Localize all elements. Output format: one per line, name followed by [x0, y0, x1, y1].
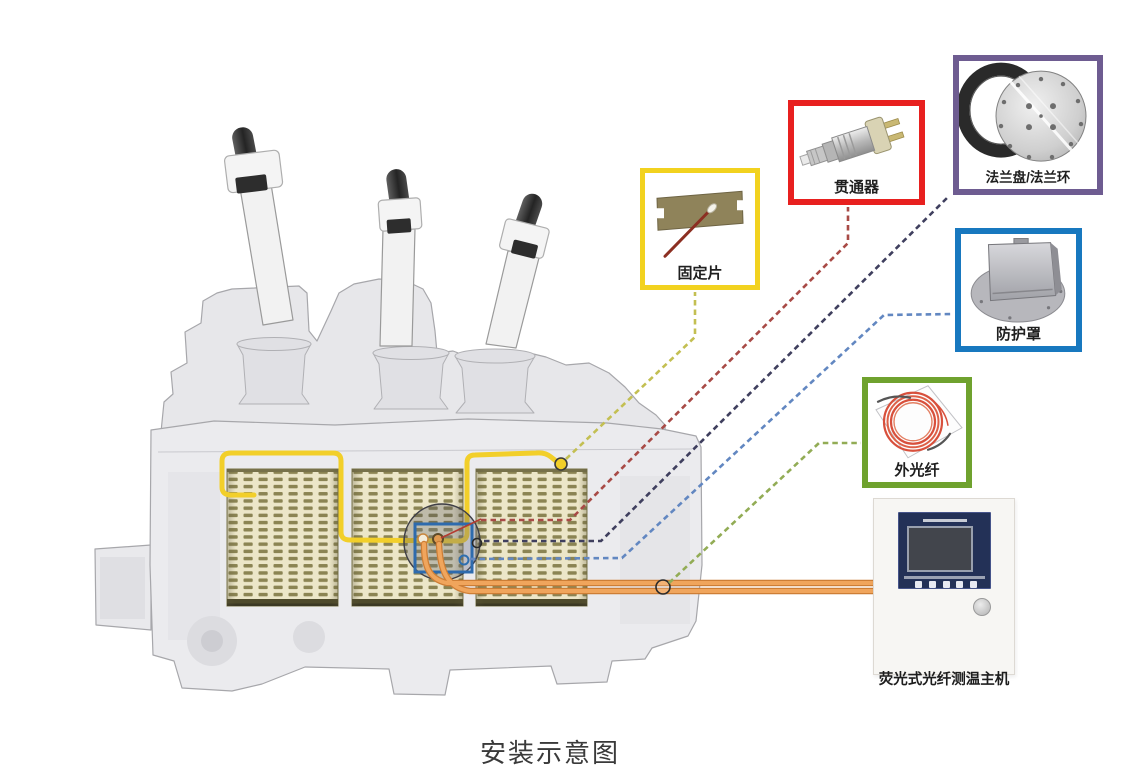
- host-cables: [420, 540, 878, 595]
- shield-photo: [970, 238, 1066, 323]
- shield-label: 防护罩: [995, 325, 1041, 343]
- panel-microtext-bottom: [904, 576, 985, 579]
- component-box-shield: 防护罩: [955, 228, 1082, 352]
- internal-fiber-loop: [219, 450, 559, 544]
- marker-ring-black: [471, 537, 483, 549]
- fiber-junction-ring: [554, 457, 568, 471]
- fixing-plate-photo: [653, 190, 748, 258]
- host-button: [915, 581, 922, 588]
- connector-outer-fiber: [668, 441, 861, 584]
- connector-fixing-plate: [565, 292, 697, 460]
- host-button: [956, 581, 964, 588]
- component-box-flange: 法兰盘/法兰环: [953, 55, 1103, 195]
- flange-label: 法兰盘/法兰环: [985, 170, 1071, 186]
- host-screen: [907, 526, 973, 572]
- connector-shield: [469, 312, 955, 561]
- host-panel: [898, 512, 991, 589]
- component-box-feedthrough: 贯通器: [788, 100, 925, 205]
- sensor-red-lead: [440, 518, 482, 539]
- host-knob: [973, 598, 991, 616]
- panel-microtext-top: [923, 519, 967, 522]
- connector-feedthrough: [481, 207, 850, 522]
- component-box-outer-fiber: 外光纤: [862, 377, 972, 488]
- host-button: [928, 581, 936, 588]
- transformer-detail-shapes: [100, 448, 693, 666]
- winding-1: [226, 468, 339, 607]
- bushing-1: [223, 127, 294, 326]
- host-button: [942, 581, 950, 588]
- bushing-2: [377, 169, 423, 347]
- bushing-3: [485, 193, 550, 349]
- cable-junction-ring: [655, 579, 671, 595]
- marker-ring-blue: [458, 554, 470, 566]
- connector-flange: [484, 196, 949, 543]
- host-device: [873, 498, 1015, 675]
- feedthrough-label: 贯通器: [833, 178, 879, 196]
- host-button-row: [915, 581, 977, 588]
- transformer-ghost: [94, 127, 703, 696]
- flange-photo: [959, 62, 1087, 162]
- host-label: 荧光式光纤测温主机: [878, 672, 1010, 688]
- diagram-caption: 安装示意图: [479, 738, 620, 768]
- feedthrough-photo: [799, 116, 905, 167]
- outer-fiber-label: 外光纤: [894, 461, 940, 479]
- bushing-turrets: [236, 337, 536, 414]
- fixing-plate-label: 固定片: [677, 264, 723, 282]
- outer-fiber-photo: [875, 385, 963, 459]
- component-box-fixing-plate: 固定片: [640, 168, 760, 290]
- host-button: [970, 581, 977, 588]
